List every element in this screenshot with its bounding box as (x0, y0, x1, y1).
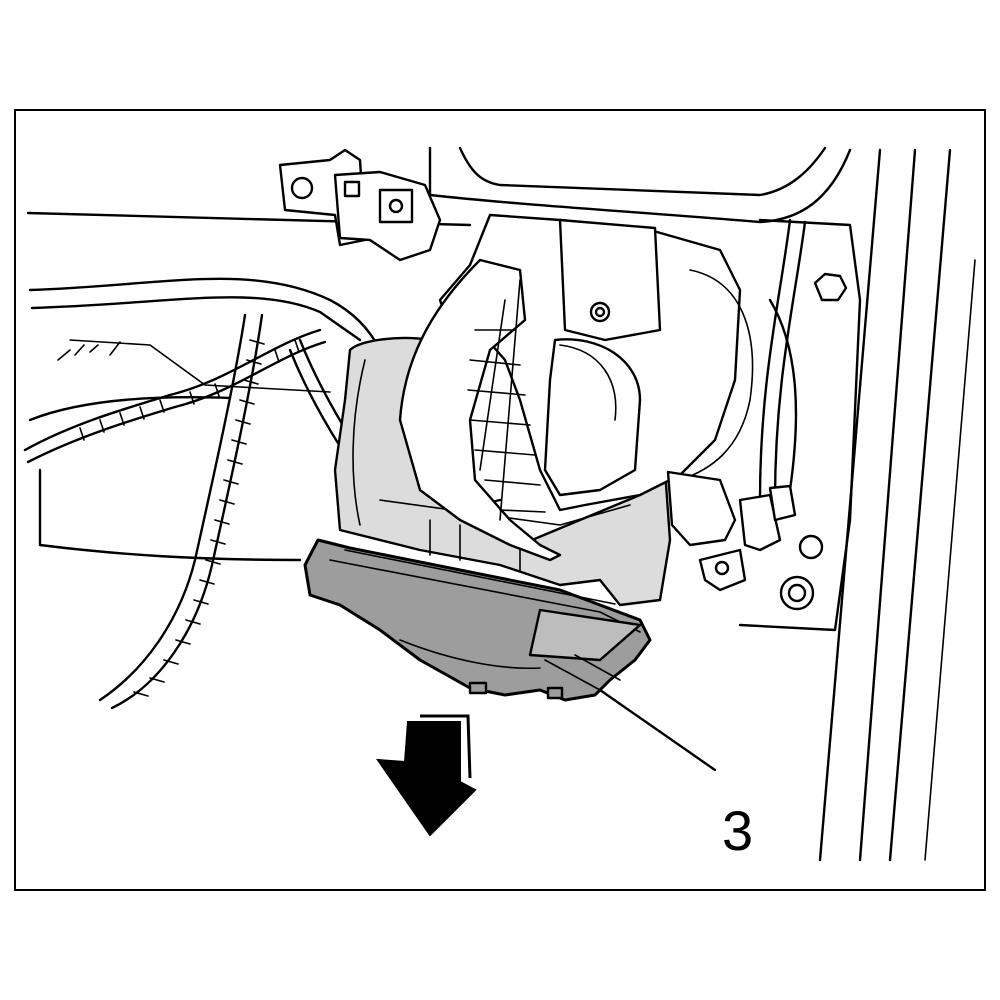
blower-motor-cover (398, 213, 754, 562)
callout-leader-line (598, 688, 717, 772)
a-pillar-trim (738, 148, 976, 862)
cabin-air-filter (303, 538, 652, 702)
callout-number: 3 (722, 799, 753, 862)
sensor-connector (698, 218, 807, 592)
removal-arrow (375, 714, 477, 837)
dash-opening-frame (278, 146, 852, 262)
